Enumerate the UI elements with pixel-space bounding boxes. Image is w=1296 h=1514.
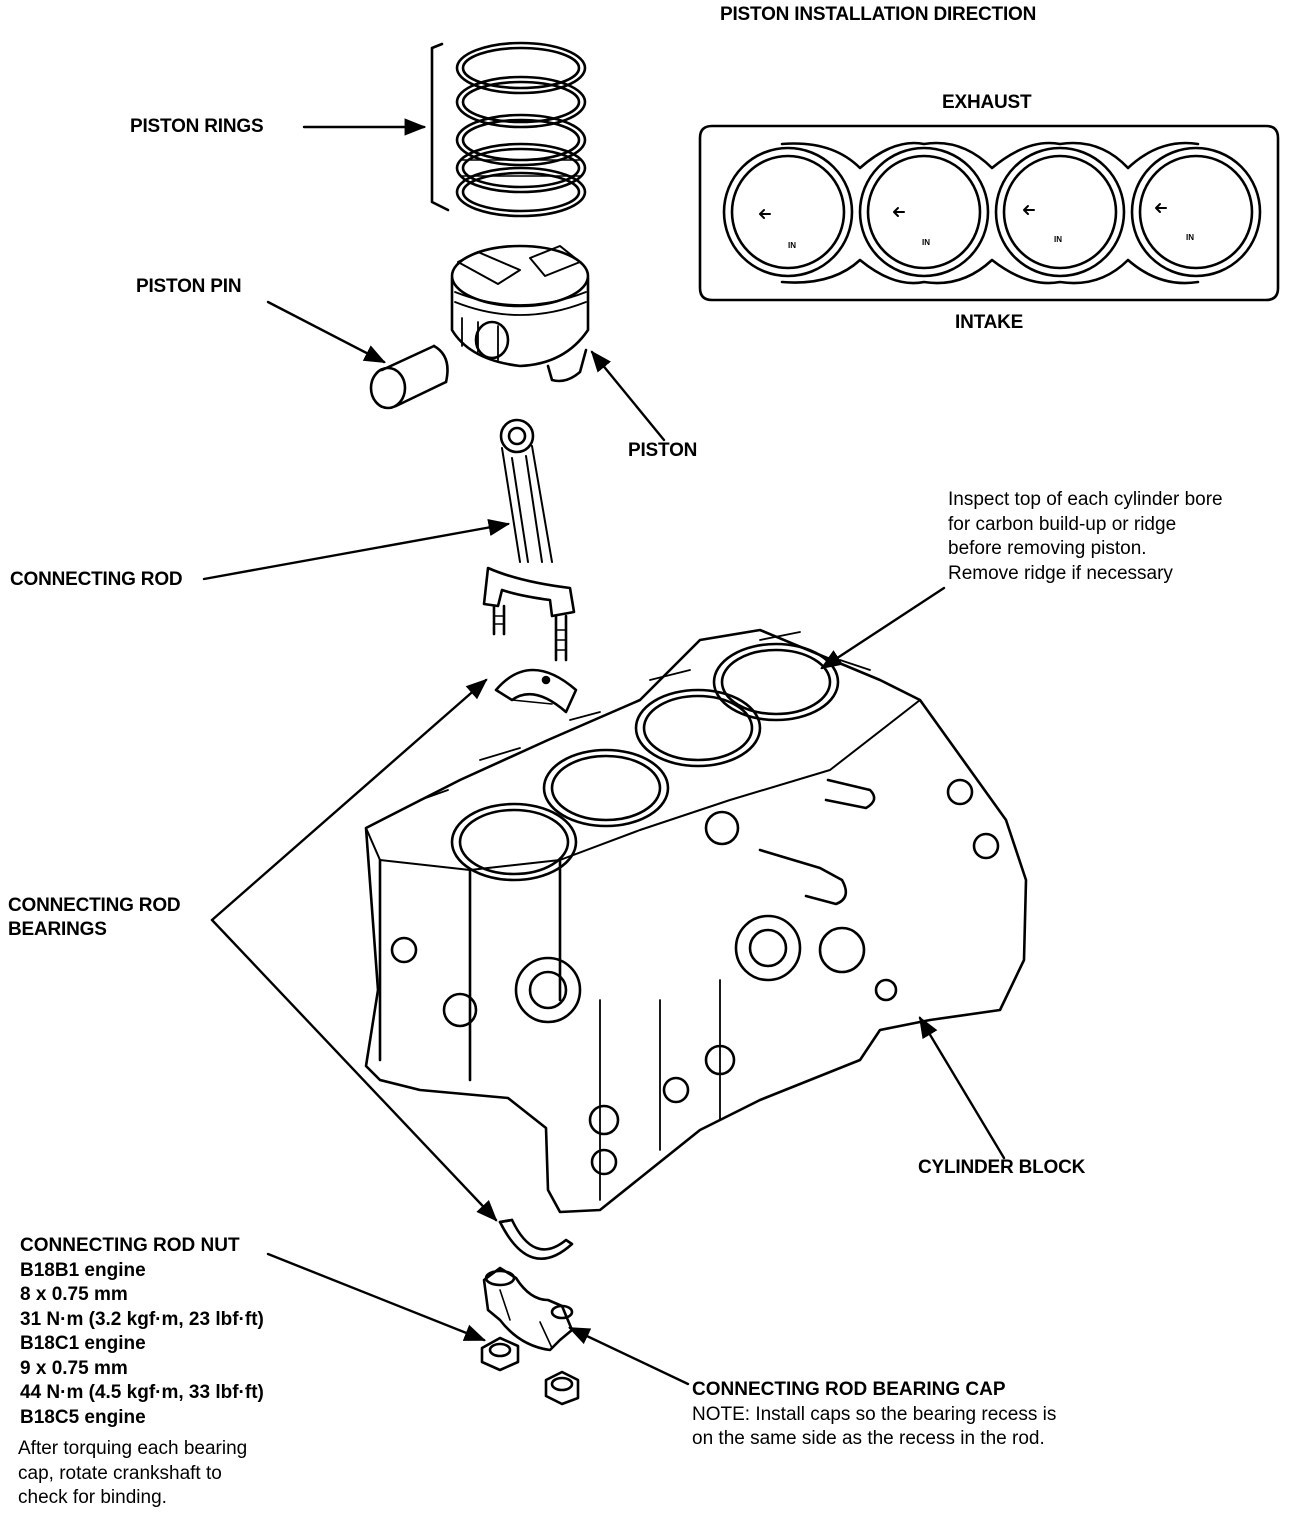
bearing-cap	[482, 1266, 574, 1352]
bearing-cap-spec: CONNECTING ROD BEARING CAP NOTE: Install…	[692, 1378, 1056, 1452]
torque-1: 31 N·m (3.2 kgf·m, 23 lbf·ft)	[20, 1308, 264, 1330]
upper-bearing-shell	[494, 668, 578, 714]
piston-pin-label: PISTON PIN	[136, 276, 242, 297]
thread-size-2: 9 x 0.75 mm	[20, 1357, 128, 1379]
rod-nut-spec: CONNECTING ROD NUT B18B1 engine 8 x 0.75…	[20, 1234, 264, 1430]
connecting-rod	[482, 418, 576, 662]
after-torque-line: After torquing each bearing	[18, 1438, 248, 1459]
piston-label: PISTON	[628, 440, 698, 461]
rod-bearings-label-line2: BEARINGS	[8, 919, 107, 940]
installation-direction-panel	[698, 124, 1280, 302]
bearing-cap-note-line: on the same side as the recess in the ro…	[692, 1428, 1045, 1449]
engine-b18c5: B18C5 engine	[20, 1406, 146, 1428]
cyl2-in-mark: IN	[922, 238, 930, 247]
thread-size-1: 8 x 0.75 mm	[20, 1284, 128, 1305]
exhaust-label: EXHAUST	[942, 92, 1032, 113]
torque-2: 44 N·m (4.5 kgf·m, 33 lbf·ft)	[20, 1382, 264, 1403]
after-torque-line: cap, rotate crankshaft to	[18, 1462, 222, 1484]
piston-rings-label: PISTON RINGS	[130, 116, 264, 137]
leader-lines	[202, 118, 1006, 1386]
cylinder-block-label: CYLINDER BLOCK	[918, 1157, 1086, 1178]
engine-b18b1: B18B1 engine	[20, 1259, 146, 1281]
inspect-note-line: before removing piston.	[948, 538, 1147, 559]
lower-bearing-shell	[498, 1218, 574, 1260]
bearing-cap-title: CONNECTING ROD BEARING CAP	[692, 1379, 1006, 1400]
cyl1-in-mark: IN	[788, 241, 796, 250]
after-torque-line: check for binding.	[18, 1487, 167, 1508]
connecting-rod-label: CONNECTING ROD	[10, 569, 183, 590]
inspect-note-line: Inspect top of each cylinder bore	[948, 489, 1223, 510]
cyl3-in-mark: IN	[1054, 235, 1062, 244]
piston-pin	[369, 344, 449, 410]
inspect-note: Inspect top of each cylinder bore for ca…	[948, 488, 1223, 586]
rod-nut-title: CONNECTING ROD NUT	[20, 1235, 240, 1256]
engine-b18c1: B18C1 engine	[20, 1333, 146, 1354]
cylinder-block	[364, 628, 1028, 1214]
bearing-cap-note-line: NOTE: Install caps so the bearing recess…	[692, 1403, 1057, 1425]
after-torque-note: After torquing each bearing cap, rotate …	[18, 1437, 247, 1511]
installation-direction-title: PISTON INSTALLATION DIRECTION	[720, 4, 1037, 25]
inspect-note-line: Remove ridge if necessary	[948, 562, 1173, 584]
rod-bearings-label-line1: CONNECTING ROD	[8, 895, 181, 916]
connecting-rod-nuts	[480, 1336, 580, 1406]
piston-rings	[430, 41, 587, 218]
piston	[450, 244, 590, 383]
cyl4-in-mark: IN	[1186, 233, 1194, 242]
intake-label: INTAKE	[955, 312, 1024, 333]
inspect-note-line: for carbon build-up or ridge	[948, 513, 1177, 535]
